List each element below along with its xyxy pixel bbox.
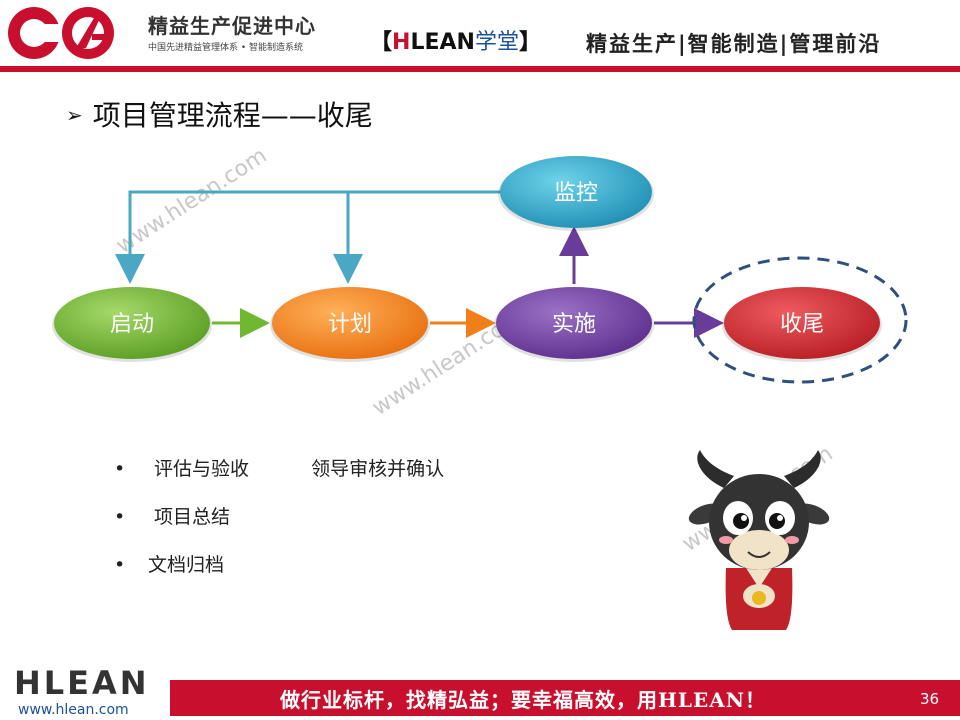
node-start: 启动 [52,287,212,362]
bullet-item: • 评估与验收 领导审核并确认 [114,454,444,481]
page-title-text: 项目管理流程——收尾 [92,99,373,132]
node-execute: 实施 [494,287,654,362]
node-start-label: 启动 [110,312,154,337]
brand-xuetang: 学堂 [474,30,519,55]
brand-h: H [392,30,411,55]
bull-mascot-image [688,450,830,630]
brand-close-bracket: 】 [518,30,541,55]
bullet-text: 评估与验收 [154,458,250,480]
brand-open-bracket: 【 [370,30,393,55]
footer-bar [170,680,960,716]
footer-slogan: 做行业标杆，找精弘益；要幸福高效，用HLEAN！ [280,688,767,712]
node-close-label: 收尾 [780,312,824,337]
brand-title: 【HLEAN学堂】 [370,24,541,56]
org-slogan: 中国先进精益管理体系 • 智能制造系统 [148,43,304,53]
bullet-extra: 领导审核并确认 [311,458,445,480]
bullet-dot: • [114,458,126,480]
company-logo [8,7,114,59]
process-diagram: 启动 计划 实施 监控 收尾 [52,156,908,384]
org-name: 精益生产促进中心 [148,14,316,38]
node-close: 收尾 [692,256,908,384]
header-tagline: 精益生产|智能制造|管理前沿 [586,32,882,56]
bullet-item: • 项目总结 [114,502,230,529]
node-plan: 计划 [270,287,430,362]
node-monitor-label: 监控 [554,181,598,206]
page-title: ➢ 项目管理流程——收尾 [66,94,373,134]
footer-url[interactable]: www.hlean.com [18,702,129,718]
node-execute-label: 实施 [552,312,596,337]
page-number: 36 [920,690,940,708]
node-monitor: 监控 [498,156,654,231]
bullet-item: • 文档归档 [114,550,224,577]
node-plan-label: 计划 [328,312,372,337]
bullet-dot: • [114,506,126,528]
bullet-dot: • [114,554,126,576]
footer-logo: HLEAN [14,664,150,702]
header-divider [0,66,960,72]
brand-lean: LEAN [410,30,475,55]
connector-monitor-to-start [115,190,502,284]
bullet-text: 项目总结 [154,506,231,528]
arrow-bullet-icon: ➢ [66,103,83,127]
bullet-text: 文档归档 [148,554,225,576]
highlight-dashed-ring [692,256,908,384]
